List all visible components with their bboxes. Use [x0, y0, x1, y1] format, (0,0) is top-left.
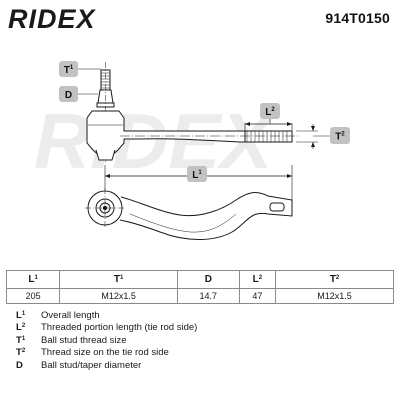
- callout-l1: L1: [187, 166, 207, 182]
- ridex-logo: RIDEX: [8, 4, 138, 37]
- callout-l2: L2: [260, 103, 280, 119]
- legend-code: T2: [16, 347, 26, 359]
- callout-t2: T2: [330, 127, 350, 144]
- header-t1: T1: [59, 270, 179, 289]
- legend-code: T1: [16, 334, 26, 346]
- value-l1: 205: [5, 288, 61, 304]
- legend-code: D: [16, 359, 23, 371]
- spec-table: L1 T1 D L2 T2 205 M12x1.5 14.7 47 M12x1.…: [5, 270, 394, 304]
- threaded-end: [244, 130, 293, 143]
- header-t2: T2: [275, 270, 394, 289]
- value-t2: M12x1.5: [275, 288, 394, 304]
- callout-d: D: [59, 86, 78, 102]
- tie-rod-arm-side: [86, 110, 293, 159]
- value-d: 14.7: [177, 288, 240, 304]
- legend-text: Overall length: [41, 309, 100, 321]
- part-number: 914T0150: [325, 10, 390, 26]
- value-t1: M12x1.5: [59, 288, 179, 304]
- tie-rod-end-side-view: [78, 62, 330, 162]
- legend: L1 Overall length L2 Threaded portion le…: [16, 309, 386, 372]
- legend-item: L1 Overall length: [16, 309, 386, 322]
- legend-text: Ball stud/taper diameter: [41, 359, 142, 371]
- svg-text:L1: L1: [192, 170, 202, 181]
- legend-item: T2 Thread size on the tie rod side: [16, 347, 386, 360]
- legend-item: T1 Ball stud thread size: [16, 334, 386, 347]
- legend-text: Threaded portion length (tie rod side): [41, 322, 198, 334]
- legend-item: D Ball stud/taper diameter: [16, 359, 386, 372]
- header: RIDEX 914T0150: [0, 0, 400, 40]
- svg-text:L2: L2: [265, 107, 275, 118]
- header-d: D: [177, 270, 240, 289]
- tie-rod-arm-top: [119, 192, 293, 240]
- legend-code: L1: [16, 309, 26, 321]
- tie-rod-end-drawing: RIDEX: [34, 61, 350, 240]
- legend-code: L2: [16, 322, 26, 334]
- legend-text: Ball stud thread size: [41, 334, 127, 346]
- spec-table-header: L1 T1 D L2 T2: [5, 270, 394, 289]
- legend-text: Thread size on the tie rod side: [41, 347, 169, 359]
- svg-text:T1: T1: [64, 65, 74, 76]
- header-l1: L1: [5, 270, 61, 289]
- svg-text:T2: T2: [335, 132, 345, 143]
- brand-name: RIDEX: [8, 4, 97, 32]
- callout-t1: T1: [59, 61, 78, 77]
- spec-table-values: 205 M12x1.5 14.7 47 M12x1.5: [5, 288, 394, 304]
- header-l2: L2: [238, 270, 277, 289]
- svg-text:D: D: [65, 90, 72, 101]
- legend-item: L2 Threaded portion length (tie rod side…: [16, 322, 386, 335]
- value-l2: 47: [238, 288, 277, 304]
